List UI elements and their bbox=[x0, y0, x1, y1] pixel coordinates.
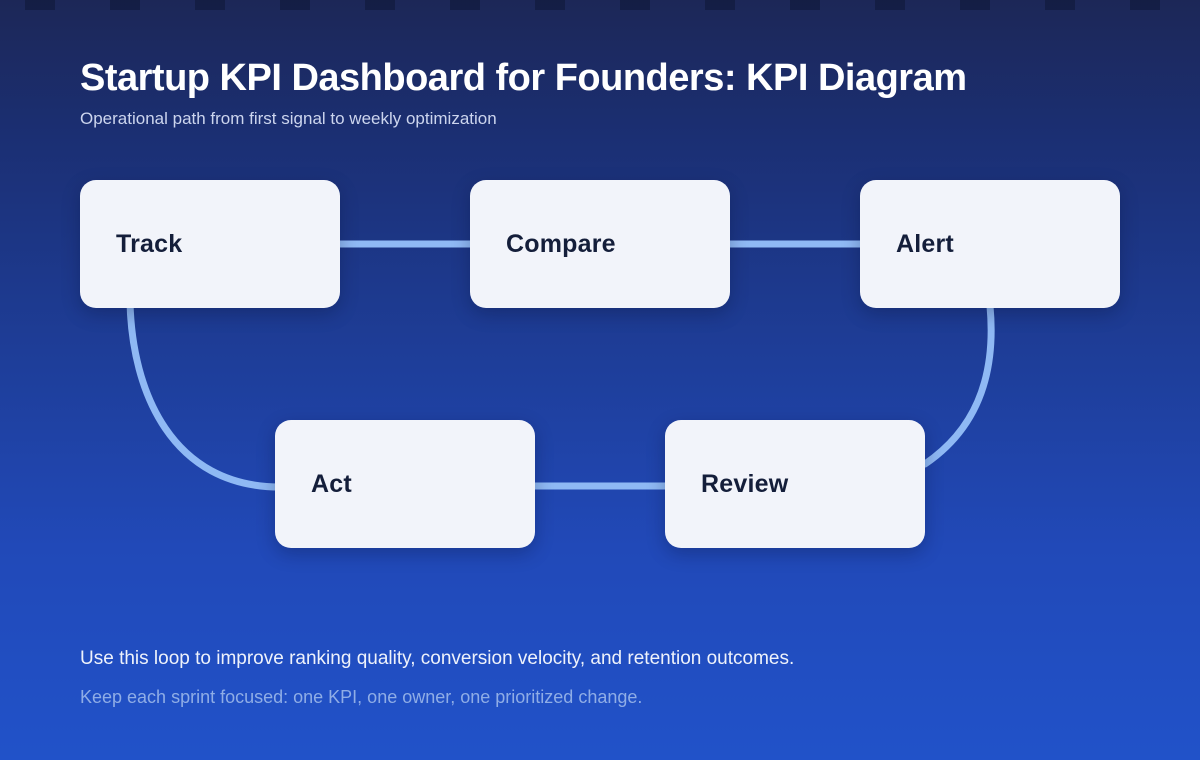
node-label: Alert bbox=[896, 229, 954, 258]
diagram-node-alert: Alert bbox=[860, 180, 1120, 308]
page-subtitle: Operational path from first signal to we… bbox=[80, 109, 497, 128]
node-label: Review bbox=[701, 469, 789, 498]
diagram-node-track: Track bbox=[80, 180, 340, 308]
diagram-node-compare: Compare bbox=[470, 180, 730, 308]
node-label: Track bbox=[116, 229, 183, 258]
diagram-node-review: Review bbox=[665, 420, 925, 548]
diagram-node-act: Act bbox=[275, 420, 535, 548]
footer-primary-text: Use this loop to improve ranking quality… bbox=[80, 648, 795, 669]
header: Startup KPI Dashboard for Founders: KPI … bbox=[80, 55, 1140, 129]
footer: Use this loop to improve ranking quality… bbox=[80, 648, 1120, 708]
connector-track-act bbox=[126, 298, 284, 491]
footer-secondary-text: Keep each sprint focused: one KPI, one o… bbox=[80, 687, 643, 707]
node-label: Act bbox=[311, 469, 352, 498]
page-title: Startup KPI Dashboard for Founders: KPI … bbox=[80, 57, 967, 99]
connector-alert-review bbox=[921, 302, 995, 468]
node-label: Compare bbox=[506, 229, 616, 258]
